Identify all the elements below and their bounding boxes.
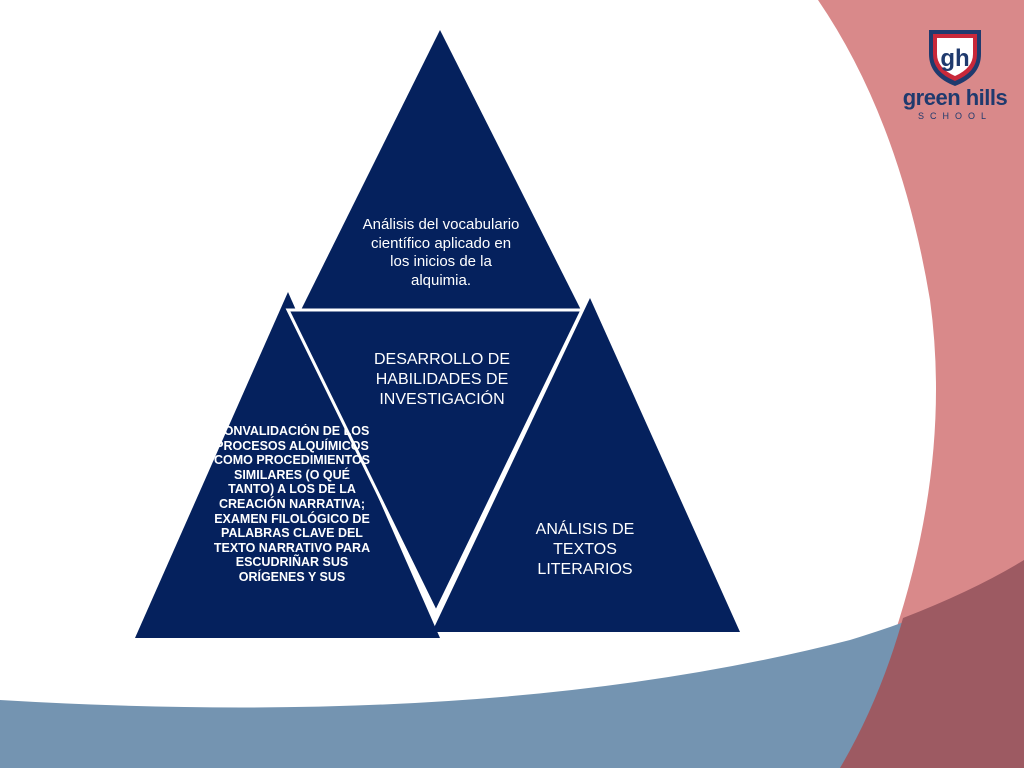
left-triangle-label: CONVALIDACIÓN DE LOS PROCESOS ALQUÍMICOS…	[213, 424, 371, 584]
left-triangle	[135, 292, 440, 638]
logo-name: green hills	[902, 85, 1008, 110]
blue-accent-wave	[0, 560, 1024, 768]
dark-red-accent-overlap	[840, 560, 1024, 768]
shield-icon: gh	[929, 30, 981, 86]
top-triangle-label: Análisis del vocabulario científico apli…	[362, 216, 520, 289]
right-triangle-label: ANÁLISIS DE TEXTOS LITERARIOS	[535, 521, 635, 578]
logo-subtitle: SCHOOL	[917, 111, 992, 121]
top-triangle	[300, 30, 582, 312]
red-accent-band	[818, 0, 1024, 768]
school-logo: gh green hills SCHOOL	[893, 26, 1017, 126]
center-triangle-label: DESARROLLO DE HABILIDADES DE INVESTIGACI…	[373, 351, 511, 408]
logo-monogram: gh	[940, 45, 969, 72]
center-inverted-triangle	[285, 308, 585, 616]
right-triangle	[432, 298, 740, 632]
